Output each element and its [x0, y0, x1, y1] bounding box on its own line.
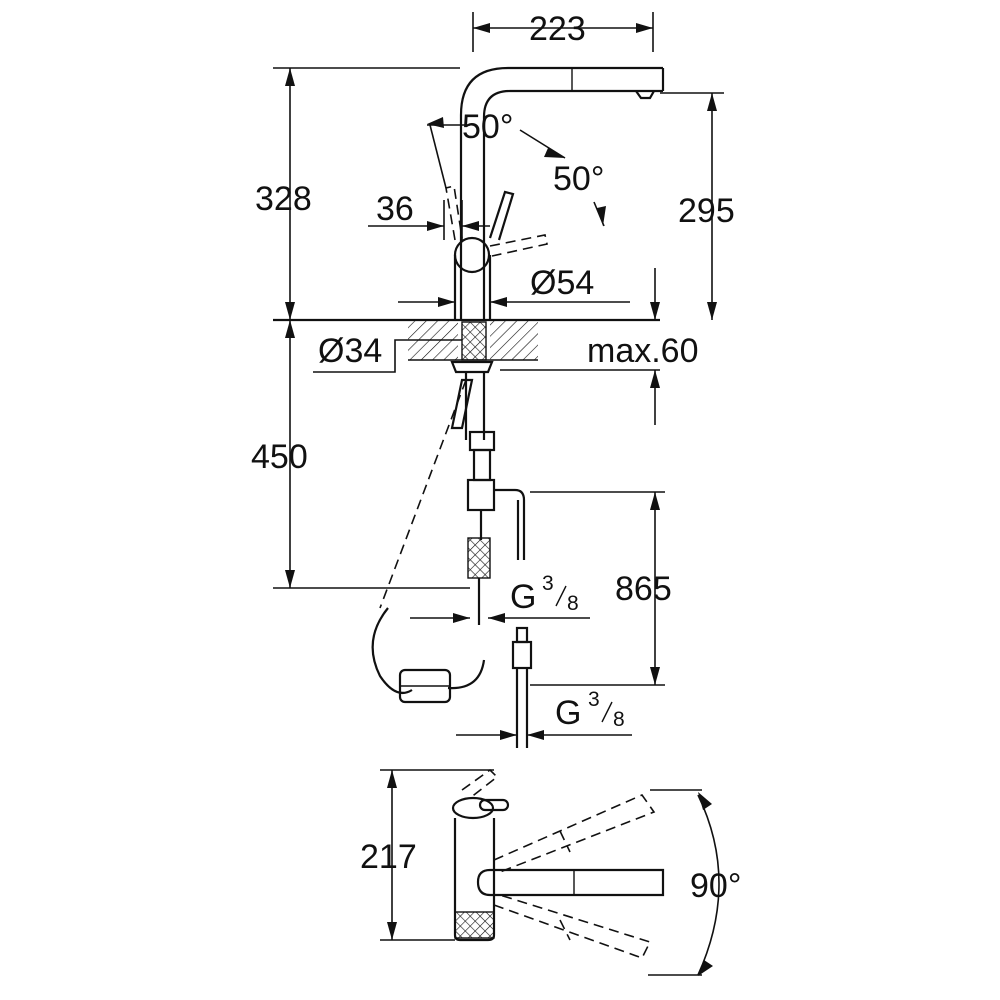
- thread-upper-denominator: 8: [567, 592, 579, 615]
- thread-upper-prefix: G: [510, 578, 536, 616]
- label-total-height: 328: [255, 180, 312, 218]
- thread-lower-prefix: G: [555, 694, 581, 732]
- thread-lower-denominator: 8: [613, 708, 625, 731]
- label-spout-reach: 223: [529, 10, 586, 48]
- thread-lower-slash: [601, 701, 613, 723]
- label-max-thickness: max.60: [587, 332, 699, 370]
- label-lever-angle-back: 50°: [462, 108, 513, 146]
- thread-upper-slash: [555, 585, 567, 607]
- faucet-side-view: [445, 66, 665, 320]
- label-height-to-spout: 295: [678, 192, 735, 230]
- dimension-lines: [273, 12, 724, 740]
- label-swivel-angle: 90°: [690, 867, 741, 905]
- thread-lower-numerator: 3: [588, 688, 600, 711]
- label-lever-width: 36: [376, 190, 414, 228]
- label-thread-lower: G 3 8: [555, 688, 625, 732]
- label-hose-length: 450: [251, 438, 308, 476]
- faucet-top-view: [380, 768, 720, 976]
- label-lever-angle-front: 50°: [553, 160, 604, 198]
- thread-upper-numerator: 3: [542, 572, 554, 595]
- label-supply-length: 865: [615, 570, 672, 608]
- dimension-labels: 223 328 50° 50° 36 295 Ø54 Ø34 max.60 45…: [251, 10, 741, 905]
- label-hole-diameter: Ø34: [318, 332, 382, 370]
- label-top-view-depth: 217: [360, 838, 417, 876]
- label-body-diameter: Ø54: [530, 264, 594, 302]
- supply-hoses: [371, 360, 533, 748]
- label-thread-upper: G 3 8: [510, 572, 579, 616]
